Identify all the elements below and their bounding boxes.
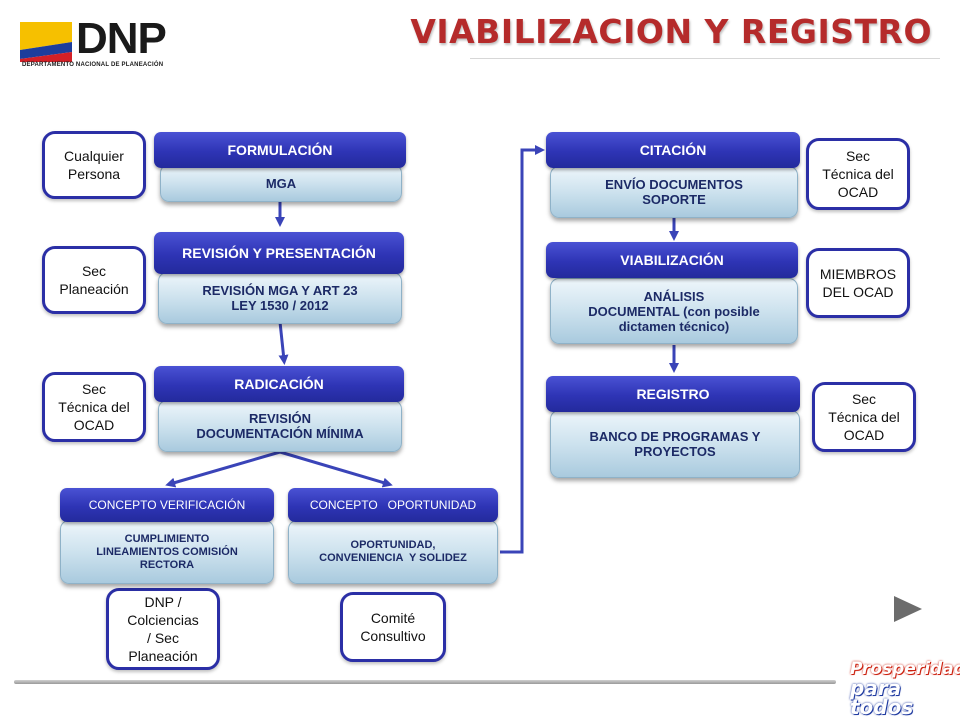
radicacion-body: REVISIÓN DOCUMENTACIÓN MÍNIMA xyxy=(158,400,402,452)
actor-sec-tecnica-1-line1: Sec xyxy=(81,381,107,397)
actor-sec-tecnica-2-line2: Técnica del xyxy=(822,166,894,182)
actor-sec-tecnica-ocad-1: Sec Técnica del OCAD xyxy=(42,372,146,442)
next-slide-icon[interactable] xyxy=(894,596,922,622)
concepto-oportunidad-body-line1: OPORTUNIDAD, xyxy=(350,539,436,551)
actor-comite-consultivo: Comité Consultivo xyxy=(340,592,446,662)
concepto-oportunidad-body-line2: CONVENIENCIA Y SOLIDEZ xyxy=(319,552,467,564)
concepto-verificacion-header: CONCEPTO VERIFICACIÓN xyxy=(60,488,274,522)
viabilizacion-body-line3: dictamen técnico) xyxy=(618,318,730,334)
actor-sec-tecnica-2-line3: OCAD xyxy=(837,184,879,200)
viabilizacion-body-line2: DOCUMENTAL (con posible xyxy=(588,303,760,319)
actor-sec-tecnica-1-line3: OCAD xyxy=(73,417,115,433)
concepto-oportunidad-body: OPORTUNIDAD, CONVENIENCIA Y SOLIDEZ xyxy=(288,520,498,584)
registro-body-line1: BANCO DE PROGRAMAS Y xyxy=(589,429,761,444)
actor-dnp-colciencias-line3: / Sec xyxy=(147,630,179,646)
actor-sec-planeacion: Sec Planeación xyxy=(42,246,146,314)
revision-presentacion-body-line2: LEY 1530 / 2012 xyxy=(231,298,329,313)
radicacion-body-line1: REVISIÓN xyxy=(248,411,312,426)
arrow-radicacion-to-oportunidad xyxy=(279,450,393,488)
citacion-header: CITACIÓN xyxy=(546,132,800,168)
actor-comite-consultivo-line1: Comité xyxy=(370,610,416,626)
title-divider xyxy=(470,58,940,59)
actor-miembros-ocad-line1: MIEMBROS xyxy=(819,266,897,282)
actor-sec-tecnica-3-line1: Sec xyxy=(851,391,877,407)
arrow-revision-to-radicacion xyxy=(278,321,289,365)
actor-miembros-ocad: MIEMBROS DEL OCAD xyxy=(806,248,910,318)
badge-line1: Prosperidad xyxy=(850,659,960,679)
logo-subtitle: DEPARTAMENTO NACIONAL DE PLANEACIÓN xyxy=(22,62,164,68)
citacion-body: ENVÍO DOCUMENTOS SOPORTE xyxy=(550,166,798,218)
registro-header: REGISTRO xyxy=(546,376,800,412)
actor-dnp-colciencias-line1: DNP / xyxy=(144,594,182,610)
footer-divider xyxy=(14,680,836,684)
viabilizacion-header: VIABILIZACIÓN xyxy=(546,242,798,278)
citacion-body-line2: SOPORTE xyxy=(642,192,706,207)
registro-body: BANCO DE PROGRAMAS Y PROYECTOS xyxy=(550,410,800,478)
formulacion-header: FORMULACIÓN xyxy=(154,132,406,168)
actor-sec-tecnica-ocad-3: Sec Técnica del OCAD xyxy=(812,382,916,452)
actor-dnp-colciencias-line2: Colciencias xyxy=(127,612,199,628)
concepto-verificacion-body: CUMPLIMIENTO LINEAMIENTOS COMISIÓN RECTO… xyxy=(60,520,274,584)
actor-cualquier-persona-line1: Cualquier xyxy=(64,148,124,164)
revision-presentacion-header: REVISIÓN Y PRESENTACIÓN xyxy=(154,232,404,274)
concepto-oportunidad-header: CONCEPTO OPORTUNIDAD xyxy=(288,488,498,522)
colombia-flag-logo xyxy=(20,22,72,62)
arrow-oportunidad-to-citacion xyxy=(500,145,545,554)
formulacion-body: MGA xyxy=(160,164,402,202)
actor-cualquier-persona-line2: Persona xyxy=(67,166,121,182)
arrow-radicacion-to-verificacion xyxy=(165,450,281,488)
concepto-verificacion-body-line3: RECTORA xyxy=(139,558,195,571)
page-title: VIABILIZACION Y REGISTRO xyxy=(410,12,932,51)
prosperidad-logo: Prosperidad para todos xyxy=(850,659,960,718)
actor-cualquier-persona: Cualquier Persona xyxy=(42,131,146,199)
viabilizacion-body: ANÁLISIS DOCUMENTAL (con posible dictame… xyxy=(550,278,798,344)
logo-text: DNP xyxy=(76,14,167,63)
radicacion-body-line2: DOCUMENTACIÓN MÍNIMA xyxy=(196,426,364,441)
actor-dnp-colciencias: DNP / Colciencias / Sec Planeación xyxy=(106,588,220,670)
actor-sec-tecnica-1-line2: Técnica del xyxy=(58,399,130,415)
badge-line2: para todos xyxy=(850,676,914,719)
registro-body-line2: PROYECTOS xyxy=(634,444,716,459)
citacion-body-line1: ENVÍO DOCUMENTOS xyxy=(605,177,743,192)
viabilizacion-body-line1: ANÁLISIS xyxy=(643,288,705,304)
concepto-verificacion-body-line2: LINEAMIENTOS COMISIÓN xyxy=(96,545,238,558)
radicacion-header: RADICACIÓN xyxy=(154,366,404,402)
actor-comite-consultivo-line2: Consultivo xyxy=(360,628,426,644)
revision-presentacion-body-line1: REVISIÓN MGA Y ART 23 xyxy=(202,283,358,298)
concepto-verificacion-body-line1: CUMPLIMIENTO xyxy=(124,532,210,545)
actor-miembros-ocad-line2: DEL OCAD xyxy=(822,284,894,300)
actor-sec-tecnica-ocad-2: Sec Técnica del OCAD xyxy=(806,138,910,210)
actor-dnp-colciencias-line4: Planeación xyxy=(128,648,198,664)
actor-sec-planeacion-line1: Sec xyxy=(81,263,107,279)
actor-sec-tecnica-3-line3: OCAD xyxy=(843,427,885,443)
revision-presentacion-body: REVISIÓN MGA Y ART 23 LEY 1530 / 2012 xyxy=(158,272,402,324)
actor-sec-tecnica-2-line1: Sec xyxy=(845,148,871,164)
actor-sec-tecnica-3-line2: Técnica del xyxy=(828,409,900,425)
actor-sec-planeacion-line2: Planeación xyxy=(59,281,129,297)
